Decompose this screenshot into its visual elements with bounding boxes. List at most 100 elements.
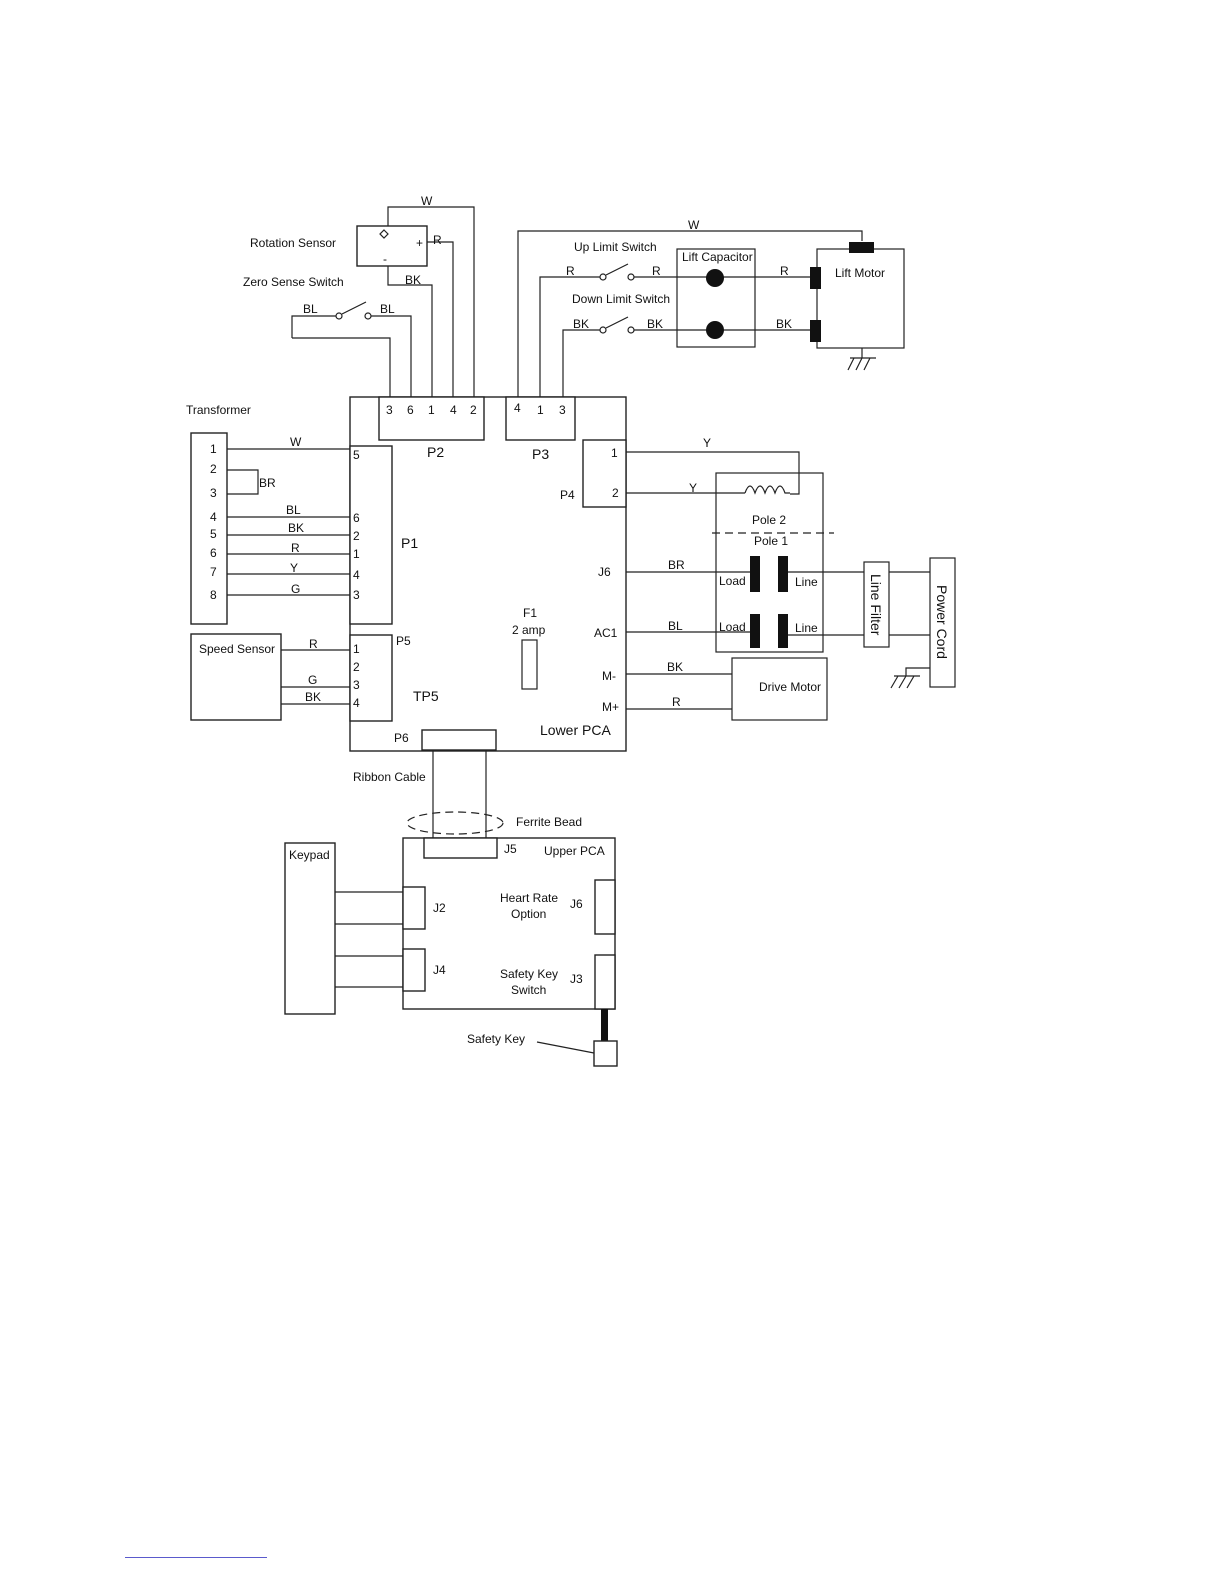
p2-pin: 4 [450, 403, 457, 417]
wire-bl-zero-return [292, 337, 391, 398]
fuse-icon [521, 639, 538, 690]
wire-label-bk-down-right: BK [647, 317, 663, 331]
transformer-pin: 7 [210, 565, 217, 579]
p3-label: P3 [532, 446, 549, 462]
connector-j6-upper [594, 879, 616, 935]
lift-motor-label: Lift Motor [835, 266, 885, 280]
wire-label-bk-m-minus: BK [667, 660, 683, 674]
wire-label-g-transformer: G [291, 582, 300, 596]
connector-p2 [378, 396, 485, 441]
m-minus-label: M- [602, 669, 616, 683]
keypad: Keypad [284, 842, 336, 1015]
wire-bl-zero-left [291, 315, 336, 338]
relay-contact-icon [778, 556, 788, 592]
transformer: Transformer 1 2 3 4 5 6 7 8 [186, 403, 251, 625]
wire-label-bl-transformer: BL [286, 503, 301, 517]
wire-bk-rotation [387, 266, 433, 398]
keypad-cables [335, 891, 403, 988]
switch-blade-icon [605, 263, 629, 276]
connector-p6 [421, 729, 497, 751]
j4-label: J4 [433, 963, 446, 977]
line-filter: Line Filter [863, 561, 890, 648]
transformer-pin: 8 [210, 588, 217, 602]
safety-key-pointer [536, 1041, 595, 1054]
wire-w-rotation [387, 206, 475, 398]
switch-contact-icon [599, 273, 607, 281]
zero-sense-switch-label: Zero Sense Switch [243, 275, 344, 289]
coil-icon [744, 485, 790, 495]
transformer-pin: 5 [210, 527, 217, 541]
lift-capacitor: Lift Capacitor [676, 248, 756, 348]
drive-motor-label: Drive Motor [759, 680, 821, 694]
p3-pin: 1 [537, 403, 544, 417]
wire-y-p4-1 [626, 451, 800, 495]
ground-icon [890, 667, 930, 689]
switch-contact-icon [364, 312, 372, 320]
transformer-pin: 2 [210, 462, 217, 476]
wire-br-jumper [227, 469, 259, 495]
j3-label: J3 [570, 972, 583, 986]
pole1-label: Pole 1 [754, 534, 788, 548]
rotation-sensor-label: Rotation Sensor [250, 236, 336, 250]
j2-label: J2 [433, 901, 446, 915]
footnote-separator [125, 1557, 267, 1558]
p4-pin: 2 [612, 486, 619, 500]
line-label-bottom: Line [795, 621, 818, 635]
wire-label-r-up-right: R [652, 264, 661, 278]
ac1-label: AC1 [594, 626, 618, 640]
pole2-label: Pole 2 [752, 513, 786, 527]
p1-pin: 4 [353, 568, 360, 582]
wire-label-r-up-motor: R [780, 264, 789, 278]
lower-pca-label: Lower PCA [540, 722, 611, 738]
p2-pin: 6 [407, 403, 414, 417]
switch-contact-icon [627, 273, 635, 281]
wire-bk-down-left [562, 329, 600, 398]
sensor-diamond-icon [379, 229, 389, 239]
load-label-bottom: Load [719, 620, 746, 634]
f1-label: F1 [523, 606, 537, 620]
wire-label-br-j6: BR [668, 558, 685, 572]
wire-label-r-speed: R [309, 637, 318, 651]
wire-label-bl-ac1: BL [668, 619, 683, 633]
upper-pca: Upper PCA J5 J2 J4 Heart Rate Option J6 … [402, 837, 616, 1010]
wire-label-bl-zero-left: BL [303, 302, 318, 316]
safety-key-cable [601, 1009, 608, 1042]
j6-lower-label: J6 [598, 565, 611, 579]
rotation-sensor-minus: - [383, 252, 387, 266]
switch-contact-icon [599, 326, 607, 334]
ribbon-cable [432, 750, 487, 838]
safety-key-switch-label-2: Switch [511, 983, 546, 997]
connector-p4 [582, 439, 627, 508]
heart-rate-option-label: Option [511, 907, 546, 921]
p1-label: P1 [401, 535, 418, 551]
wire-label-y-p4-1: Y [703, 436, 711, 450]
tp5-label: TP5 [413, 688, 439, 704]
ground-icon [847, 348, 876, 371]
connector-j2 [402, 886, 426, 930]
wire-r-up-left [539, 276, 600, 398]
relay: Pole 2 Pole 1 Load Line Load Line [712, 472, 834, 653]
transformer-label: Transformer [186, 403, 251, 417]
down-limit-switch-label: Down Limit Switch [572, 292, 670, 306]
line-label-top: Line [795, 575, 818, 589]
transformer-pin: 3 [210, 486, 217, 500]
wire-r-rotation [427, 241, 454, 398]
wire-label-w-top: W [421, 194, 433, 208]
connector-p5 [349, 634, 393, 722]
switch-contact-icon [335, 312, 343, 320]
wire-label-y-transformer: Y [290, 561, 298, 575]
p5-pin: 1 [353, 642, 360, 656]
switch-blade-icon [341, 301, 367, 315]
j6-upper-label: J6 [570, 897, 583, 911]
transformer-pin: 6 [210, 546, 217, 560]
capacitor-terminal-icon [706, 321, 724, 339]
wire-bl-zero-right [371, 315, 412, 398]
wire-label-r-transformer: R [291, 541, 300, 555]
ferrite-bead-icon [406, 811, 504, 835]
f1-rating: 2 amp [512, 623, 546, 637]
p4-pin: 1 [611, 446, 618, 460]
heart-rate-label: Heart Rate [500, 891, 558, 905]
switch-contact-icon [627, 326, 635, 334]
speed-sensor-label: Speed Sensor [199, 642, 275, 656]
